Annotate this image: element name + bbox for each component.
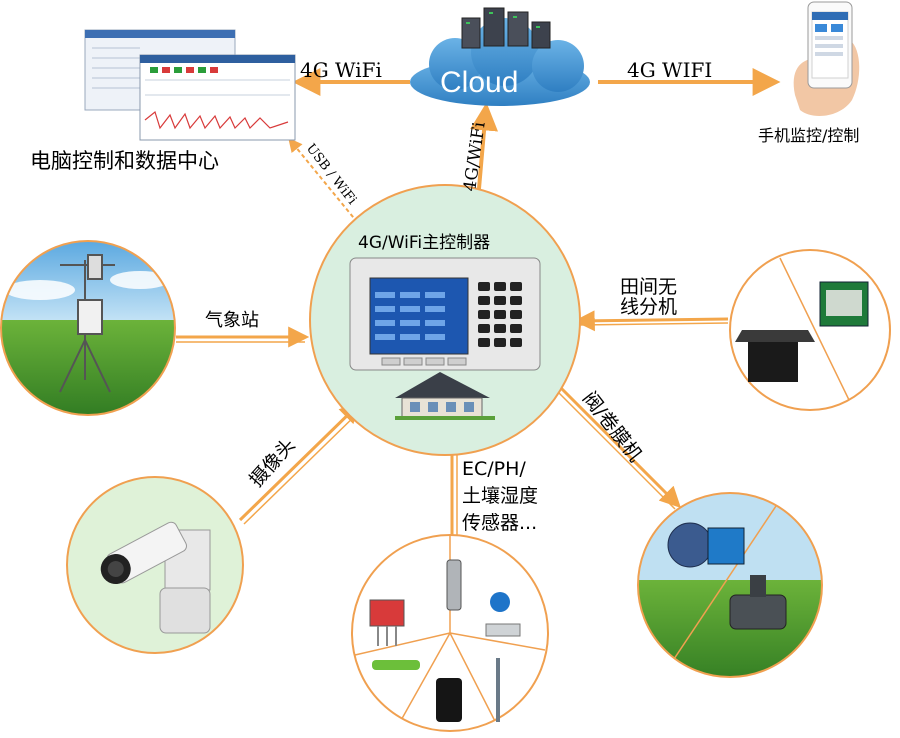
link-label-hub-cloud: 4G/WiFi [460, 120, 490, 193]
server-icon [461, 7, 551, 49]
link-label-cloud-pc: 4G WiFi [300, 58, 382, 82]
pc-data-center [84, 29, 296, 141]
house-icon [395, 372, 495, 420]
arrow-valve-back [554, 388, 676, 510]
link-label-camera: 摄像头 [245, 434, 300, 491]
link-label-sensors-3: 传感器... [462, 512, 537, 534]
link-label-weather: 气象站 [205, 310, 259, 331]
arrow-field [573, 310, 729, 332]
arrow-camera-back [243, 408, 363, 525]
arrow-hub-to-cloud [470, 102, 499, 201]
link-label-field-1: 田间无 [620, 276, 677, 298]
arrow-valve [556, 383, 681, 508]
link-label-field-2: 线分机 [620, 296, 677, 318]
link-label-valve: 阀/卷膜机 [578, 388, 646, 466]
valve-icon [667, 522, 787, 630]
arrow-field-back [577, 322, 729, 326]
cloud-icon [410, 7, 590, 106]
weather-station-icon [59, 254, 115, 393]
hub-node [309, 184, 581, 456]
sensor-icon [369, 559, 521, 722]
camera-icon [100, 521, 211, 634]
phone-caption: 手机监控/控制 [758, 126, 859, 145]
field-node [729, 249, 891, 411]
link-label-sensors-1: EC/PH/ [462, 458, 526, 480]
valve-node [637, 492, 823, 678]
field-unit-icon [735, 281, 869, 382]
arrow-hub-pc [288, 137, 375, 242]
link-label-cloud-phone: 4G WIFI [627, 58, 712, 82]
smartphone-icon [793, 1, 860, 116]
cloud-label: Cloud [440, 66, 518, 99]
arrow-camera [238, 402, 362, 522]
pc-caption: 电脑控制和数据中心 [30, 149, 219, 173]
sensors-node [351, 534, 549, 732]
hub-title: 4G/WiFi主控制器 [358, 233, 490, 253]
link-label-hub-pc: USB / WiFi [303, 141, 359, 207]
link-label-sensors-2: 土壤湿度 [462, 485, 538, 507]
controller-icon [349, 257, 541, 371]
connectors [176, 68, 781, 548]
camera-node [66, 476, 244, 654]
weather-node [0, 240, 176, 416]
